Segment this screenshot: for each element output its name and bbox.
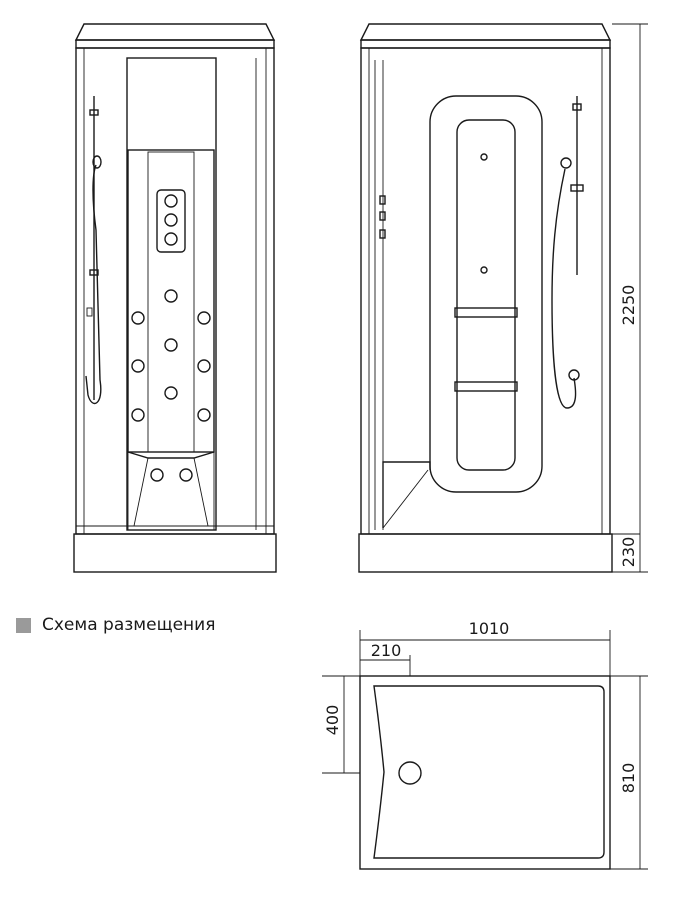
width-label: 1010 xyxy=(469,619,510,638)
layout-caption: Схема размещения xyxy=(16,615,215,635)
hand-shower xyxy=(85,96,102,405)
side-view xyxy=(358,23,613,573)
depth-label: 810 xyxy=(619,763,638,794)
caption-text: Схема размещения xyxy=(42,615,216,635)
height-dimension xyxy=(610,23,648,573)
front-view xyxy=(73,23,277,573)
caption-marker xyxy=(16,617,31,633)
plan-view xyxy=(359,675,611,870)
offset-label: 210 xyxy=(371,641,402,660)
plan-dimensions xyxy=(322,630,648,870)
hand-shower xyxy=(551,96,584,409)
drain-offset-label: 400 xyxy=(323,705,342,736)
height-label: 2250 xyxy=(619,285,638,326)
massage-jets xyxy=(131,289,211,482)
tray-height-label: 230 xyxy=(619,537,638,568)
